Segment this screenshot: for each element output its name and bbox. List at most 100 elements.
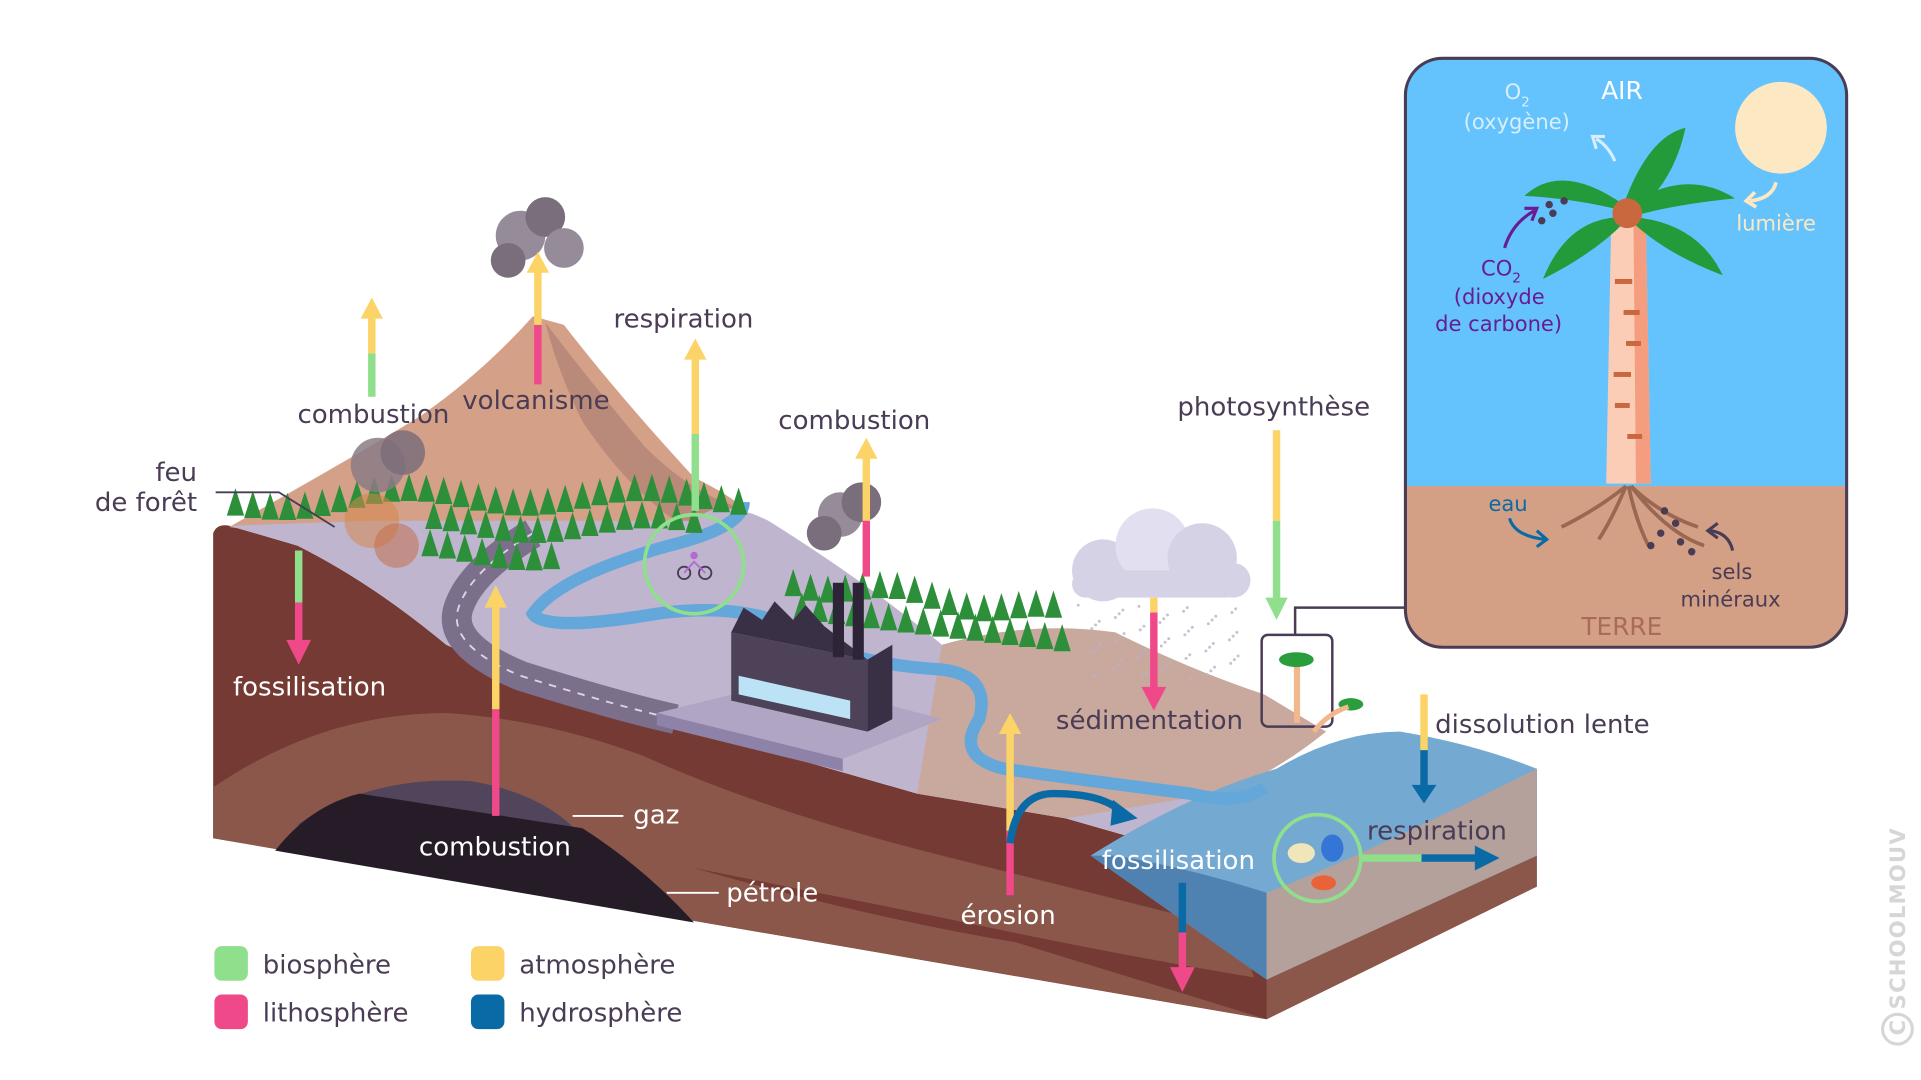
rain-drop — [1214, 614, 1218, 618]
label-photosynthese: photosynthèse — [1177, 392, 1370, 422]
rain-drop — [1183, 633, 1187, 637]
rain-drop — [1234, 607, 1238, 611]
sea-side — [1090, 855, 1267, 980]
pine-tree — [417, 474, 436, 502]
pine-tree — [525, 543, 543, 571]
pine-tree — [521, 488, 540, 516]
label-sedimentation: sédimentation — [1056, 706, 1243, 736]
pine-tree — [958, 592, 976, 620]
pine-tree — [1044, 590, 1063, 618]
palm-tree-large — [1524, 127, 1736, 484]
inset-sels-label: sels — [1712, 559, 1753, 584]
rain-drop — [1187, 629, 1191, 633]
pine-tree — [1036, 621, 1054, 650]
pine-tree — [477, 510, 495, 538]
palm-callout-box — [1260, 633, 1334, 728]
label-combustion-underground: combustion — [419, 833, 571, 863]
pine-tree — [784, 568, 802, 597]
rain-drop — [1158, 620, 1162, 624]
pine-tree — [1010, 590, 1028, 619]
rain-drop — [1209, 669, 1213, 673]
label-fossilisation-land: fossilisation — [233, 673, 386, 703]
copyright-c: C — [1885, 1019, 1910, 1036]
inset-carbone-label: de carbone) — [1435, 311, 1562, 336]
pine-tree — [539, 487, 557, 515]
rain-drop — [1229, 661, 1233, 665]
label-respiration-land: respiration — [613, 304, 753, 334]
pine-tree — [608, 475, 626, 503]
arrow-respiration-sea — [1359, 845, 1500, 871]
rain-drop — [1121, 608, 1125, 612]
forest-fire — [344, 430, 426, 568]
rain-drop — [1143, 648, 1147, 652]
pine-tree — [425, 501, 443, 530]
copyright-icon — [1881, 1012, 1914, 1046]
rain-drop — [1097, 619, 1101, 623]
fish-icon — [1287, 834, 1344, 891]
arrow-combustion-underground — [484, 585, 507, 816]
pine-tree — [801, 573, 820, 601]
landscape-block — [213, 197, 1537, 1020]
pine-tree — [871, 570, 889, 599]
rain-drop — [1117, 612, 1121, 616]
pine-tree — [330, 484, 349, 513]
arrow-combustion-factory — [855, 437, 878, 577]
rain-drop — [1232, 658, 1236, 662]
rain-drop — [1096, 670, 1100, 674]
minerals-arrow — [1710, 529, 1735, 551]
legend-swatch-lithosphere — [214, 994, 248, 1030]
pine-tree — [633, 501, 651, 529]
pine-tree — [494, 513, 512, 541]
co2-arrow — [1503, 209, 1536, 249]
watermark-text: SCHOOLMOUV — [1885, 827, 1910, 1009]
legend-label-atmosphere: atmosphère — [519, 950, 675, 980]
arrow-erosion — [998, 712, 1138, 896]
cyclist-highlight — [642, 512, 746, 616]
rain-drop — [1213, 665, 1217, 669]
pine-tree — [581, 508, 599, 536]
pine-tree — [459, 507, 478, 535]
rain-drop — [1211, 642, 1215, 646]
pine-tree — [914, 607, 932, 635]
inset-terre-label: TERRE — [1580, 612, 1662, 641]
pine-tree — [897, 605, 915, 633]
inset-air-label: AIR — [1601, 76, 1642, 105]
pine-tree — [487, 486, 505, 514]
rain-drop — [1163, 640, 1167, 644]
pine-tree — [940, 587, 959, 615]
pine-tree — [879, 603, 898, 631]
pine-tree — [244, 490, 262, 519]
pine-tree — [438, 531, 457, 559]
o2-arrow — [1595, 137, 1617, 162]
pine-tree — [261, 492, 279, 520]
rain-drop — [1205, 673, 1209, 677]
pine-tree — [695, 481, 713, 510]
label-dissolution: dissolution lente — [1435, 710, 1649, 740]
inset-lumiere-label: lumière — [1736, 211, 1816, 236]
inset-o2-label: O2 — [1505, 79, 1530, 110]
pine-tree — [1001, 617, 1019, 645]
rain-drop — [1231, 634, 1235, 638]
arrow-respiration-land — [684, 338, 707, 511]
pine-tree — [529, 515, 547, 544]
rain-drop — [1165, 613, 1169, 617]
pine-tree — [1027, 589, 1045, 617]
mineral-dots — [1647, 507, 1696, 556]
road-markings — [455, 532, 676, 721]
pine-tree — [504, 488, 522, 516]
rain-drop — [1076, 603, 1080, 607]
rain-drop — [1168, 660, 1172, 664]
label-de-foret: de forêt — [95, 488, 197, 518]
rain-drop — [1164, 664, 1168, 668]
rain-drop — [1115, 639, 1119, 643]
rain-drop — [1137, 604, 1141, 608]
inset-co2-label: CO2 — [1481, 255, 1521, 286]
rain-drop — [1094, 623, 1098, 627]
rain-cloud — [1072, 508, 1251, 680]
pine-tree — [643, 473, 661, 502]
pine-tree — [923, 581, 941, 609]
inset-oxygene-label: (oxygène) — [1464, 109, 1570, 134]
pine-tree — [563, 511, 582, 540]
rain-drop — [1090, 627, 1094, 631]
